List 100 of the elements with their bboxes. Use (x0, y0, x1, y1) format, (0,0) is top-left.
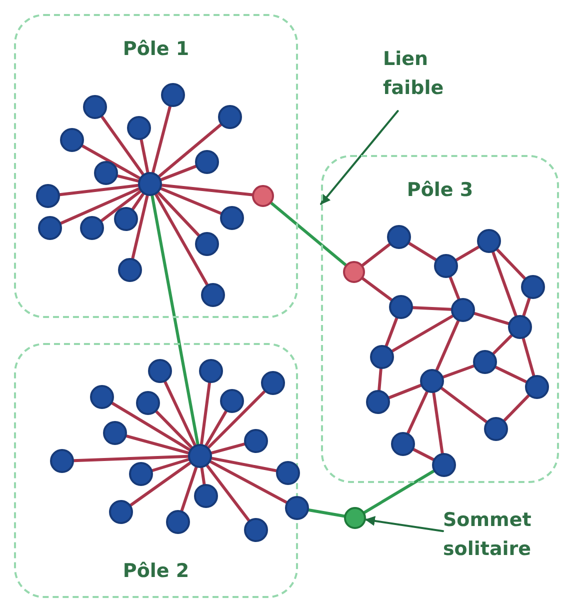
network-link (496, 248, 526, 280)
network-node (252, 185, 274, 207)
pole-boundary (321, 155, 559, 483)
network-link (154, 410, 194, 449)
network-node (285, 496, 309, 520)
network-link (473, 312, 510, 326)
network-node (103, 421, 127, 445)
network-link (206, 464, 250, 522)
network-node (36, 184, 60, 208)
network-node (114, 207, 138, 231)
network-link (209, 460, 288, 504)
network-link (200, 466, 206, 486)
network-link (502, 394, 530, 422)
network-node (276, 461, 300, 485)
pole-title: Pôle 2 (122, 560, 190, 582)
network-node (261, 371, 285, 395)
network-link (440, 386, 488, 424)
network-node (38, 216, 62, 240)
network-link (361, 277, 393, 302)
network-link (180, 466, 198, 512)
network-node (188, 444, 212, 468)
network-link (412, 448, 435, 461)
network-node (370, 345, 394, 369)
network-link (154, 192, 209, 286)
network-link (164, 380, 196, 447)
network-link (110, 402, 192, 452)
network-link (100, 190, 142, 222)
network-link (408, 242, 438, 262)
network-node (521, 275, 545, 299)
network-link (200, 381, 211, 446)
network-link (388, 384, 422, 400)
network-node (199, 359, 223, 383)
network-link (150, 194, 200, 446)
network-link (378, 368, 382, 392)
network-link (204, 410, 228, 448)
network-link (435, 320, 460, 372)
pole-title: Pôle 1 (122, 38, 190, 60)
network-node (387, 225, 411, 249)
network-link (131, 194, 149, 260)
network-node (451, 298, 475, 322)
network-link (307, 508, 346, 518)
network-node (129, 462, 153, 486)
network-node (473, 350, 497, 374)
network-link (454, 246, 480, 262)
network-link (131, 192, 145, 211)
annotation-label: Lien faible (383, 45, 467, 111)
network-node (80, 216, 104, 240)
network-node (389, 295, 413, 319)
network-link (156, 191, 200, 237)
network-link (151, 458, 190, 472)
network-link (160, 187, 222, 215)
network-link (522, 296, 531, 318)
network-node (432, 453, 456, 477)
network-node (194, 484, 218, 508)
network-node (366, 390, 390, 414)
network-link (140, 138, 150, 174)
network-node (118, 258, 142, 282)
network-link (207, 390, 266, 449)
network-node (391, 432, 415, 456)
network-node (484, 417, 508, 441)
network-node (220, 206, 244, 230)
network-node (195, 232, 219, 256)
leader-arrow (364, 516, 444, 532)
network-link (494, 366, 528, 384)
network-link (270, 202, 348, 266)
network-link (412, 306, 452, 311)
network-node (525, 375, 549, 399)
network-node (60, 128, 84, 152)
network-link (432, 391, 444, 455)
network-node (220, 389, 244, 413)
network-node (201, 283, 225, 307)
network-link (81, 144, 141, 180)
network-node (109, 500, 133, 524)
network-node (166, 510, 190, 534)
network-node (94, 161, 118, 185)
network-node (343, 261, 365, 283)
network-node (244, 518, 268, 542)
network-node (434, 254, 458, 278)
network-link (492, 250, 518, 318)
network-link (60, 187, 140, 225)
network-link (210, 456, 278, 472)
network-node (148, 359, 172, 383)
network-link (116, 174, 140, 183)
network-link (58, 184, 140, 196)
network-node (195, 150, 219, 174)
network-link (160, 164, 198, 182)
network-link (72, 454, 190, 462)
network-link (125, 434, 190, 454)
pole-boundary (14, 14, 298, 318)
network-node (477, 229, 501, 253)
network-link (390, 314, 454, 352)
network-node (136, 391, 160, 415)
leader-arrow (320, 110, 399, 205)
network-link (129, 461, 192, 507)
network-link (363, 470, 436, 514)
network-link (384, 316, 398, 348)
network-link (158, 123, 222, 178)
network-link (406, 390, 428, 435)
network-link (442, 364, 476, 378)
network-node (218, 105, 242, 129)
